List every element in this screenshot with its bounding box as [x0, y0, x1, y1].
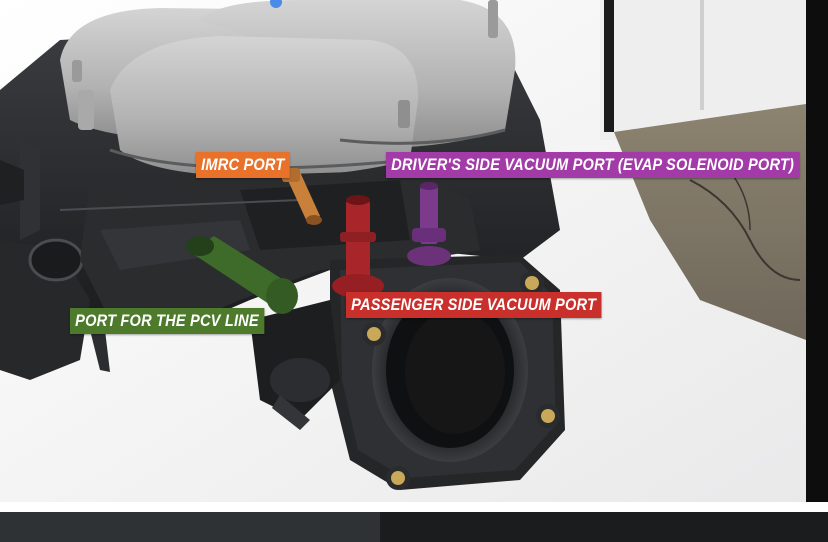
passenger-side-vacuum-port — [332, 195, 384, 298]
passenger-side-vacuum-port-label: PASSENGER SIDE VACUUM PORT — [346, 292, 602, 318]
imrc-port-label: IMRC PORT — [196, 152, 290, 178]
bottom-bar-right-segment[interactable] — [380, 512, 828, 542]
driver-side-vacuum-port — [407, 182, 451, 266]
intake-manifold-photo: IMRC PORT DRIVER'S SIDE VACUUM PORT (EVA… — [0, 0, 806, 502]
driver-side-vacuum-port-label: DRIVER'S SIDE VACUUM PORT (EVAP SOLENOID… — [386, 152, 800, 178]
intake-manifold-illustration — [0, 0, 806, 502]
pcv-port — [186, 236, 298, 314]
pcv-line-port-label: PORT FOR THE PCV LINE — [70, 308, 264, 334]
bottom-bar-left-segment[interactable] — [0, 512, 380, 542]
bottom-toolbar — [0, 502, 828, 542]
window-right-edge — [806, 0, 828, 502]
